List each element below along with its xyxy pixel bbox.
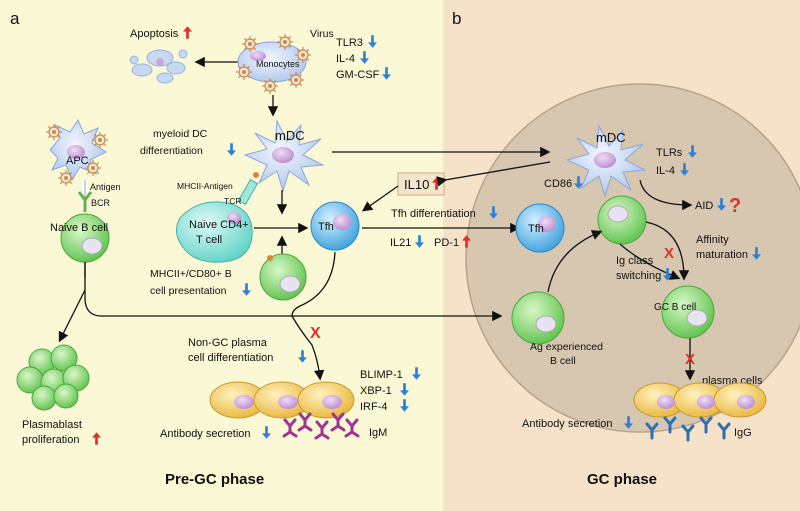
ag-experienced-label: Ag experienced	[530, 341, 603, 353]
panel-b-letter: b	[452, 9, 461, 28]
ig-class-label: Ig class	[616, 255, 654, 267]
tlrs-label: TLRs	[656, 147, 683, 159]
pd1-label: PD-1	[434, 237, 459, 249]
gc-b-cell-label: GC B cell	[654, 302, 696, 313]
tfh-to-b-line	[291, 251, 336, 317]
class-switch-block-mark: X	[664, 245, 674, 262]
tfh-differentiation-label: Tfh differentiation	[391, 208, 476, 220]
virus-label: Virus	[310, 28, 334, 40]
gc-antibody-secretion-label: Antibody secretion	[522, 418, 613, 430]
apoptotic-cell-icon	[129, 49, 188, 84]
gmcsf-label: GM-CSF	[336, 69, 380, 81]
naive-cd4-label: Naive CD4+	[189, 219, 249, 231]
switching-label: switching	[616, 270, 661, 282]
myeloid-dc-label: myeloid DC	[153, 128, 208, 140]
igg-label: IgG	[734, 427, 752, 439]
antibody-secretion-label: Antibody secretion	[160, 428, 251, 440]
gc-b-cell-icon	[661, 285, 715, 339]
apc-label: APC	[66, 155, 89, 167]
arrow-il10-to-tfh	[361, 185, 399, 212]
plasmablast-cluster-icon	[16, 344, 90, 411]
gc-mdc-label: mDC	[596, 130, 626, 145]
plasmablast-label: Plasmablast	[22, 419, 82, 431]
panel-a-letter: a	[10, 9, 20, 28]
arrow-naive-b-to-ag-experienced	[84, 262, 503, 322]
mhcii-cd80-label: MHCII+/CD80+ B	[150, 268, 232, 280]
il4-label: IL-4	[336, 53, 355, 65]
gc-b-cell-top-icon	[597, 195, 647, 245]
affinity-label: Affinity	[696, 234, 729, 246]
arrow-to-aid	[639, 179, 693, 211]
arrow-to-plasma-cells	[291, 315, 325, 381]
proliferation-label: proliferation	[22, 434, 79, 446]
arrow-to-plasmablast	[58, 289, 86, 343]
mhcii-cd80-b-cell-icon	[259, 253, 307, 301]
naive-b-cell-label: Naive B cell	[50, 222, 108, 234]
plasma-cells-igm-icon	[209, 381, 360, 440]
plasma-block-mark: X	[685, 351, 695, 368]
apc-cell-icon	[45, 118, 109, 187]
tcr-mhcii-bridge-icon	[237, 172, 259, 206]
gc-tfh-cell-icon	[515, 203, 565, 253]
non-gc-block-mark: X	[310, 325, 321, 342]
tfh-label: Tfh	[318, 221, 334, 233]
tlr3-label: TLR3	[336, 37, 363, 49]
gc-phase-label: GC phase	[587, 471, 657, 488]
t-cell-label: T cell	[196, 234, 222, 246]
ag-experienced-b-cell-icon	[511, 291, 565, 345]
maturation-label: maturation	[696, 249, 748, 261]
naive-cd4-t-cell-icon	[176, 201, 253, 263]
tcr-label: TCR	[224, 196, 241, 206]
bcr-receptor-icon	[77, 180, 93, 212]
cell-presentation-label: cell presentation	[150, 285, 227, 297]
mhcii-antigen-label: MHCII-Antigen	[177, 181, 233, 191]
germinal-center-circle	[465, 83, 800, 433]
arrow-class-switching	[619, 243, 681, 280]
cell-differentiation-label: cell differentiation	[188, 352, 273, 364]
il10-label: IL10	[404, 177, 429, 192]
arrow-mdc-to-il10	[436, 161, 551, 187]
differentiation-label: differentiation	[140, 145, 203, 157]
il21-label: IL21	[390, 237, 411, 249]
naive-b-cell-icon	[60, 213, 110, 263]
irf4-label: IRF-4	[360, 401, 388, 413]
xbp1-label: XBP-1	[360, 385, 392, 397]
bcr-label: BCR	[91, 198, 111, 208]
plasma-cells-igg-icon	[633, 382, 767, 442]
arrow-affinity-maturation	[645, 221, 690, 281]
gc-il4-label: IL-4	[656, 165, 675, 177]
igm-label: IgM	[369, 427, 387, 439]
cd86-label: CD86	[544, 178, 572, 190]
aid-label: AID	[695, 200, 713, 212]
antigen-label: Antigen	[90, 182, 121, 192]
pre-gc-phase-label: Pre-GC phase	[165, 471, 264, 488]
blimp1-label: BLIMP-1	[360, 369, 403, 381]
gc-tfh-label: Tfh	[528, 223, 544, 235]
aid-question-mark: ?	[729, 195, 741, 217]
apoptosis-label: Apoptosis	[130, 28, 179, 40]
ag-b-cell-label: B cell	[550, 355, 576, 367]
arrow-ag-to-gc-b	[547, 230, 603, 293]
non-gc-plasma-label: Non-GC plasma	[188, 337, 268, 349]
mdc-label: mDC	[275, 128, 305, 143]
monocytes-label: Monocytes	[256, 59, 300, 69]
tfh-cell-icon	[310, 201, 360, 251]
